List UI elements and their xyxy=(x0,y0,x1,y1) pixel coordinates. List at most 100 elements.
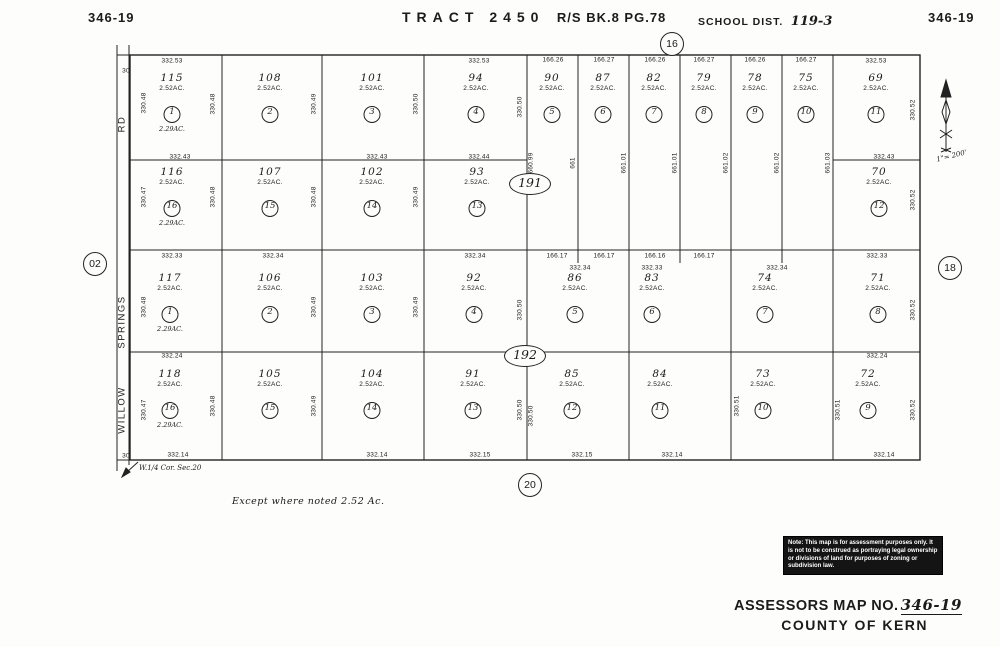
parcel-number: 118 xyxy=(158,368,182,380)
dimension-label: 332.43 xyxy=(873,153,895,161)
dimension-label-vertical: 330.49 xyxy=(412,296,420,318)
parcel-number: 103 xyxy=(360,272,384,284)
dimension-label-vertical: 661 xyxy=(569,157,577,169)
parcel-number: 71 xyxy=(870,272,886,284)
dimension-label: 332.33 xyxy=(866,252,888,260)
adjacent-page-left: 02 xyxy=(83,252,107,276)
parcel-number: 107 xyxy=(258,166,282,178)
parcel-acreage: 2.52AC. xyxy=(359,85,385,92)
parcel-acreage: 2.52AC. xyxy=(752,285,778,292)
dimension-label-vertical: 330.52 xyxy=(909,99,917,121)
tract-reference: R/S BK.8 PG.78 xyxy=(556,10,667,25)
footer-map-title: ASSESSORS MAP NO.346-19 xyxy=(734,596,962,615)
corner-arrow-icon xyxy=(120,461,139,479)
parcel-acreage: 2.52AC. xyxy=(865,285,891,292)
dimension-label: 166.26 xyxy=(542,56,564,64)
dimension-label: 332.53 xyxy=(865,57,887,65)
lot-number-circle: 7 xyxy=(756,306,774,323)
lot-number-circle: 16 xyxy=(161,402,179,419)
dimension-label-vertical: 330.50 xyxy=(516,399,524,421)
parcel-number: 79 xyxy=(696,72,712,84)
dimension-label-vertical: 330.49 xyxy=(310,395,318,417)
parcel-number: 117 xyxy=(158,272,182,284)
parcel-number: 92 xyxy=(466,272,482,284)
parcel-number: 93 xyxy=(469,166,485,178)
parcel-number: 85 xyxy=(564,368,580,380)
dimension-label-vertical: 330.50 xyxy=(527,405,535,427)
lot-number-circle: 12 xyxy=(563,402,581,419)
parcel-number: 78 xyxy=(747,72,763,84)
lot-number-circle: 6 xyxy=(643,306,661,323)
road-lines xyxy=(116,45,130,471)
parcel-acreage: 2.52AC. xyxy=(647,381,673,388)
north-arrow-icon xyxy=(939,78,953,153)
page-number-top-left: 346-19 xyxy=(88,10,135,25)
parcel-acreage: 2.52AC. xyxy=(742,85,768,92)
lot-number-circle: 14 xyxy=(363,402,381,419)
dimension-label: 30 xyxy=(122,452,130,460)
footer-map-number: 346-19 xyxy=(900,596,962,615)
lot-number-circle: 7 xyxy=(645,106,663,123)
lot-number-circle: 15 xyxy=(261,402,279,419)
dimension-label: 166.17 xyxy=(593,252,615,260)
parcel-number: 116 xyxy=(160,166,184,178)
parcel-number: 84 xyxy=(652,368,668,380)
dimension-label-vertical: 330.52 xyxy=(909,399,917,421)
parcel-number: 106 xyxy=(258,272,282,284)
parcel-acreage: 2.52AC. xyxy=(257,85,283,92)
dimension-label-vertical: 330.48 xyxy=(140,92,148,114)
dimension-label: 332.53 xyxy=(468,57,490,65)
parcel-acreage: 2.52AC. xyxy=(793,85,819,92)
dimension-label: 166.17 xyxy=(693,252,715,260)
parcel-number: 69 xyxy=(868,72,884,84)
parcel-number: 105 xyxy=(258,368,282,380)
page-number-top-right: 346-19 xyxy=(928,10,975,25)
parcel-acreage: 2.52AC. xyxy=(855,381,881,388)
lot-number-circle: 8 xyxy=(695,106,713,123)
dimension-label: 332.24 xyxy=(161,352,183,360)
parcel-acreage: 2.52AC. xyxy=(157,285,183,292)
lot-number-circle: 8 xyxy=(869,306,887,323)
parcel-acreage: 2.52AC. xyxy=(590,85,616,92)
parcel-number: 72 xyxy=(860,368,876,380)
dimension-label: 166.27 xyxy=(593,56,615,64)
dimension-label-vertical: 330.51 xyxy=(733,395,741,417)
parcel-number: 82 xyxy=(646,72,662,84)
dimension-label-vertical: 330.47 xyxy=(140,186,148,208)
dimension-label: 166.26 xyxy=(644,56,666,64)
parcel-acreage: 2.52AC. xyxy=(257,285,283,292)
lot-number-circle: 10 xyxy=(797,106,815,123)
dimension-label-vertical: 330.49 xyxy=(412,186,420,208)
dimension-label: 332.43 xyxy=(169,153,191,161)
dimension-label: 332.44 xyxy=(468,153,490,161)
parcel-number: 86 xyxy=(567,272,583,284)
lot-number-circle: 13 xyxy=(464,402,482,419)
parcel-extra-acreage: 2.29AC. xyxy=(159,125,185,133)
school-district-value: 119-3 xyxy=(790,14,833,29)
acreage-exception-note: Except where noted 2.52 Ac. xyxy=(232,496,385,507)
parcel-acreage: 2.52AC. xyxy=(461,285,487,292)
assessment-purpose-note: Note: This map is for assessment purpose… xyxy=(783,536,943,576)
dimension-label-vertical: 330.50 xyxy=(412,93,420,115)
road-name-word: RD xyxy=(116,115,128,133)
parcel-number: 83 xyxy=(644,272,660,284)
dimension-label: 332.14 xyxy=(873,451,895,459)
lot-number-circle: 3 xyxy=(363,306,381,323)
parcel-number: 94 xyxy=(468,72,484,84)
parcel-acreage: 2.52AC. xyxy=(866,179,892,186)
parcel-number: 73 xyxy=(755,368,771,380)
dimension-label: 332.33 xyxy=(161,252,183,260)
